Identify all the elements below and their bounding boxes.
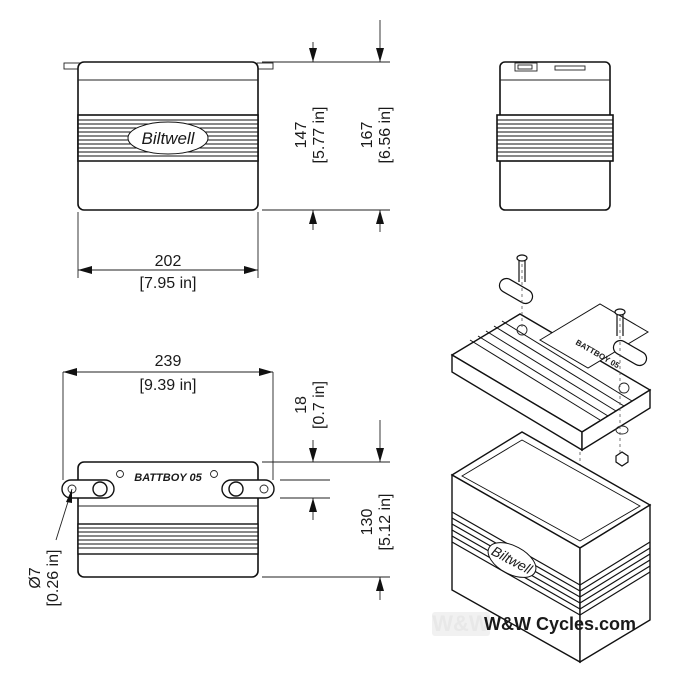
watermark-brand: W&W <box>432 611 490 636</box>
dim-tab-offset-value: 18 <box>293 396 310 414</box>
right-mount-tab <box>221 479 275 499</box>
dim-height-total: 147 [5.77 in] 167 [6.56 in] <box>262 20 394 232</box>
dim-height-body-unit: [5.77 in] <box>311 107 328 164</box>
iso-washer <box>615 425 629 435</box>
dim-hole-diameter: Ø7 [0.26 in] <box>27 488 73 607</box>
front-rib-band: Biltwell <box>77 114 259 162</box>
dim-width-front-unit: [7.95 in] <box>140 275 197 292</box>
side-view <box>496 61 614 211</box>
iso-bolt-right <box>612 308 648 367</box>
dim-width-top: 239 [9.39 in] <box>62 353 274 480</box>
dim-depth-value: 130 <box>359 509 376 536</box>
watermark-site: W&W Cycles.com <box>484 614 636 634</box>
dim-width-front-value: 202 <box>155 253 182 270</box>
iso-lid: BATTBOY 05 <box>450 303 652 452</box>
top-view-label: BATTBOY 05 <box>134 472 202 484</box>
dim-depth: 18 [0.7 in] 130 [5.12 in] <box>262 381 394 600</box>
dim-hole-diameter-value: Ø7 <box>27 567 44 588</box>
top-view: BATTBOY 05 <box>61 461 275 578</box>
front-logo-script: Biltwell <box>142 129 196 148</box>
dim-width-top-value: 239 <box>155 353 182 370</box>
exploded-isometric-view: BATTBOY 05 <box>450 254 652 664</box>
left-mount-tab <box>61 479 115 499</box>
dim-width-top-unit: [9.39 in] <box>140 377 197 394</box>
front-view: Biltwell <box>63 61 274 211</box>
watermark: W&W W&W Cycles.com <box>432 611 636 636</box>
iso-nut <box>615 451 629 467</box>
dim-height-total-value: 167 <box>359 122 376 149</box>
dim-height-body-value: 147 <box>293 122 310 149</box>
iso-bolt-left <box>498 254 534 305</box>
dim-width-front: 202 [7.95 in] <box>77 212 259 292</box>
dim-tab-offset-unit: [0.7 in] <box>311 381 328 429</box>
dim-hole-diameter-unit: [0.26 in] <box>45 550 62 607</box>
dim-depth-unit: [5.12 in] <box>377 494 394 551</box>
iso-box: Biltwell <box>450 431 652 664</box>
dim-height-total-unit: [6.56 in] <box>377 107 394 164</box>
